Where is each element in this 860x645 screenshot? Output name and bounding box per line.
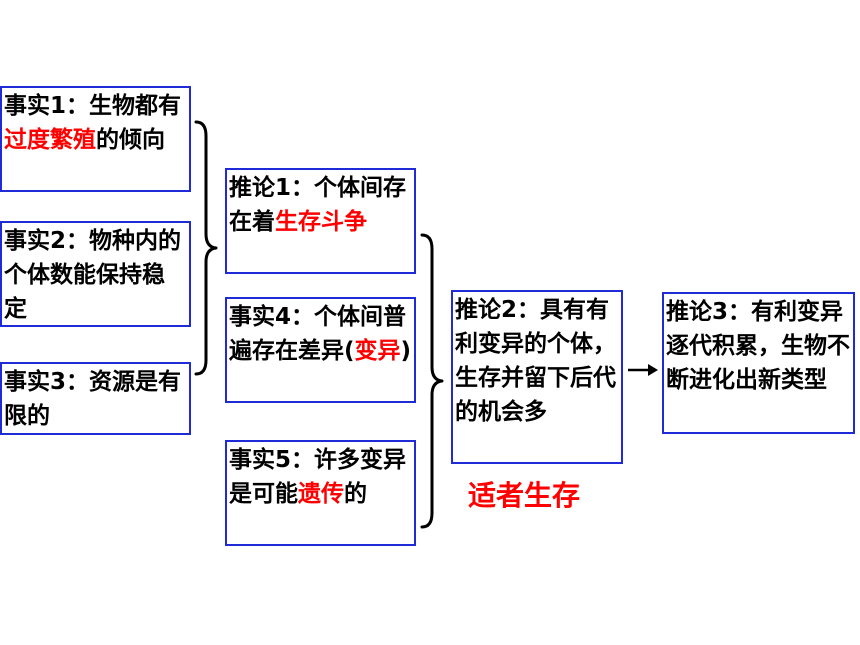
inference1-box: 推论1：个体间存在着生存斗争 <box>225 168 416 274</box>
fact4-prefix: 事实4：个体间普遍存在差异( <box>229 304 407 364</box>
fact5-box: 事实5：许多变异是可能遗传的 <box>225 440 416 546</box>
fact1-box: 事实1：生物都有过度繁殖的倾向 <box>0 86 191 192</box>
fact4-highlight: 变异 <box>354 338 401 364</box>
inference1-prefix: 推论1：个体间存在着 <box>229 175 407 235</box>
fact5-highlight: 遗传 <box>298 481 344 507</box>
fact3-text: 事实3：资源是有限的 <box>4 369 182 429</box>
inference3-text: 推论3：有利变异逐代积累，生物不断进化出新类型 <box>666 299 850 393</box>
fact4-suffix: ) <box>400 338 412 364</box>
fact1-suffix: 的倾向 <box>96 127 165 153</box>
fact4-box: 事实4：个体间普遍存在差异(变异) <box>225 297 416 403</box>
inference1-highlight: 生存斗争 <box>275 209 367 235</box>
brace-facts-1-3 <box>194 120 218 376</box>
fact5-suffix: 的 <box>344 481 367 507</box>
brace-inference1-facts-4-5 <box>420 233 444 529</box>
fact2-box: 事实2：物种内的个体数能保持稳定 <box>0 221 191 327</box>
inference2-text: 推论2：具有有利变异的个体，生存并留下后代的机会多 <box>455 297 616 425</box>
fact2-text: 事实2：物种内的个体数能保持稳定 <box>4 228 182 322</box>
inference3-box: 推论3：有利变异逐代积累，生物不断进化出新类型 <box>662 292 855 434</box>
inference2-box: 推论2：具有有利变异的个体，生存并留下后代的机会多 <box>451 290 623 464</box>
fact5-prefix: 事实5：许多变异是可能 <box>229 447 407 507</box>
fact1-highlight: 过度繁殖 <box>4 127 96 153</box>
right-arrow-icon <box>628 364 658 376</box>
fact3-box: 事实3：资源是有限的 <box>0 362 191 435</box>
fact1-prefix: 事实1：生物都有 <box>4 93 182 119</box>
survival-of-fittest-label: 适者生存 <box>468 479 581 512</box>
